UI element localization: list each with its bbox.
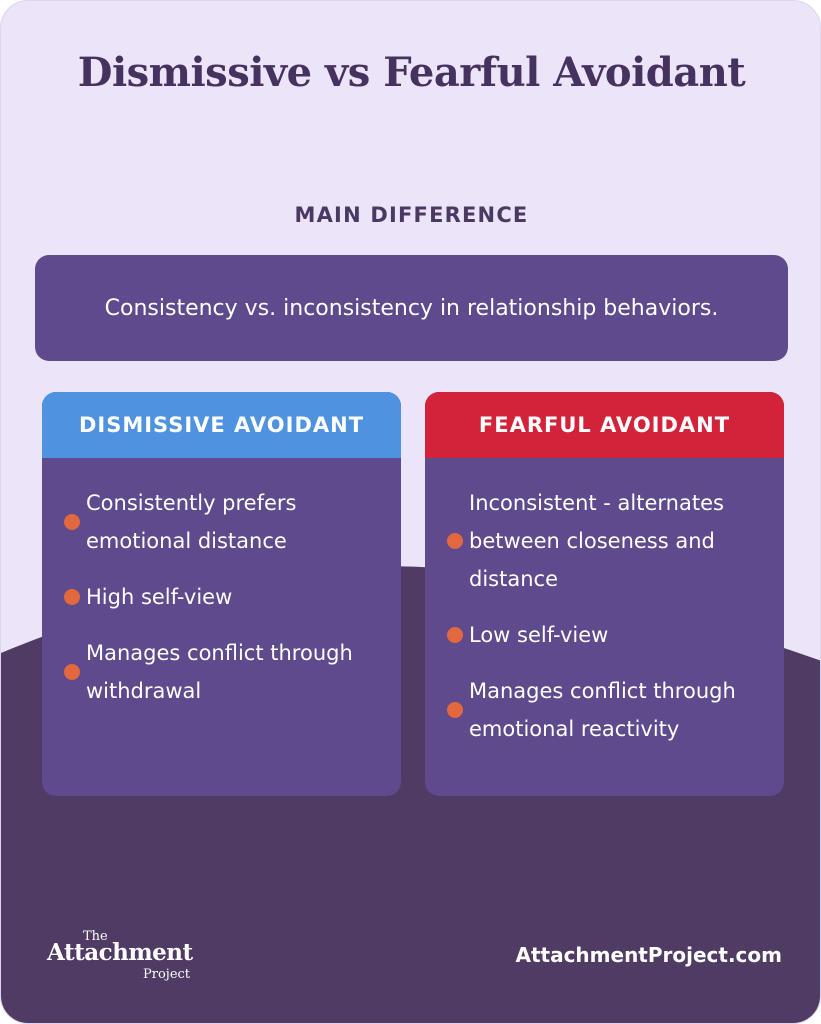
- list-item-text: High self-view: [86, 585, 233, 609]
- list-item: Low self-view: [447, 616, 764, 654]
- page-title: Dismissive vs Fearful Avoidant: [77, 49, 746, 96]
- bullet-dot-icon: [64, 589, 80, 605]
- list-item-text: Inconsistent - alternates between closen…: [469, 491, 724, 591]
- logo-project-text: Project: [143, 967, 191, 982]
- list-item-text: Low self-view: [469, 623, 609, 647]
- list-item: Manages conflict through emotional react…: [447, 672, 764, 748]
- list-item-text: Manages conflict through emotional react…: [469, 679, 736, 741]
- main-difference-label: MAIN DIFFERENCE: [294, 203, 529, 227]
- bullet-dot-icon: [64, 514, 80, 530]
- list-item: Consistently prefers emotional distance: [64, 484, 381, 560]
- list-item: Manages conflict through withdrawal: [64, 634, 381, 710]
- fearful-avoidant-list: Inconsistent - alternates between closen…: [425, 458, 784, 748]
- fearful-avoidant-header: FEARFUL AVOIDANT: [425, 392, 784, 458]
- main-difference-box: Consistency vs. inconsistency in relatio…: [35, 255, 788, 361]
- dismissive-avoidant-header: DISMISSIVE AVOIDANT: [42, 392, 401, 458]
- list-item-text: Consistently prefers emotional distance: [86, 491, 297, 553]
- bullet-dot-icon: [447, 702, 463, 718]
- website-url: AttachmentProject.com: [515, 943, 782, 967]
- dismissive-avoidant-panel: DISMISSIVE AVOIDANT Consistently prefers…: [42, 392, 401, 796]
- fearful-avoidant-panel: FEARFUL AVOIDANT Inconsistent - alternat…: [425, 392, 784, 796]
- main-difference-text: Consistency vs. inconsistency in relatio…: [104, 295, 719, 321]
- list-item-text: Manages conflict through withdrawal: [86, 641, 353, 703]
- bullet-dot-icon: [447, 533, 463, 549]
- list-item: Inconsistent - alternates between closen…: [447, 484, 764, 598]
- list-item: High self-view: [64, 578, 381, 616]
- bullet-dot-icon: [447, 627, 463, 643]
- attachment-project-logo: The Attachment Project: [47, 929, 207, 989]
- logo-main-text: Attachment: [47, 939, 193, 966]
- bullet-dot-icon: [64, 664, 80, 680]
- logo-the-text: The: [83, 929, 108, 944]
- dismissive-avoidant-list: Consistently prefers emotional distance …: [42, 458, 401, 710]
